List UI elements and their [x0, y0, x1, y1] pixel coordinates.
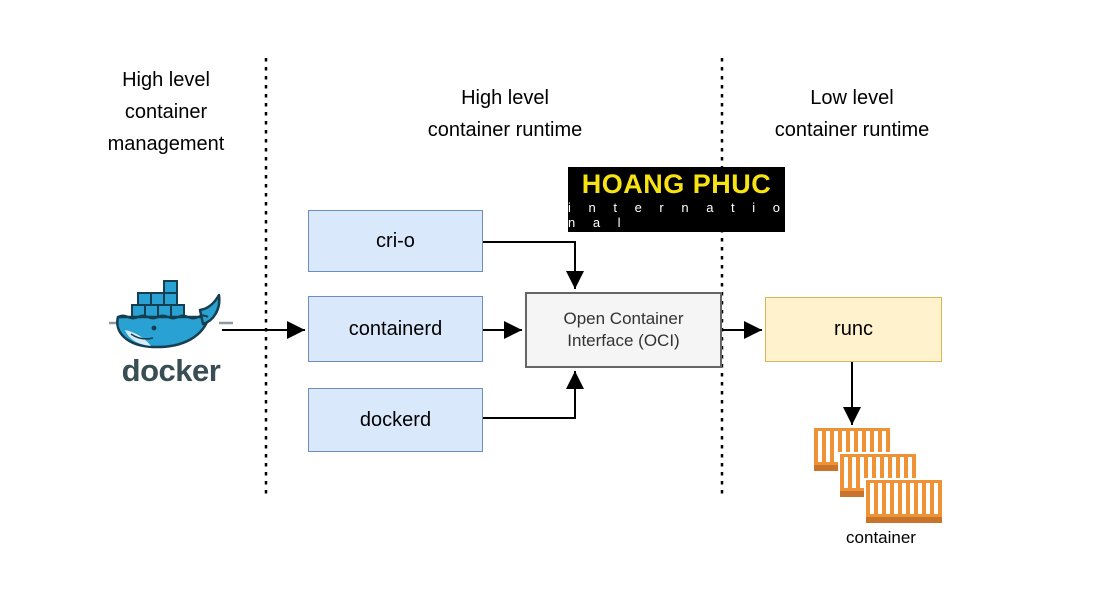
node-containerd: containerd [308, 296, 483, 362]
node-oci: Open Container Interface (OCI) [525, 292, 722, 368]
docker-wordmark: docker [121, 353, 221, 388]
column-header-low-level-runtime: Low level container runtime [774, 87, 930, 141]
arrow-crio-to-oci [483, 241, 584, 289]
container-box-3 [864, 478, 944, 525]
docker-logo: docker [106, 272, 236, 389]
column-header-high-level-runtime: High level container runtime [427, 87, 583, 141]
docker-whale-icon [109, 280, 233, 349]
hoang-phuc-subtitle: i n t e r n a t i o n a l [568, 199, 787, 230]
container-label: container [846, 528, 916, 547]
hoang-phuc-title: HOANG PHUC [581, 168, 772, 199]
node-cri-o: cri-o [308, 210, 483, 272]
hoang-phuc-logo: HOANG PHUC i n t e r n a t i o n a l [568, 167, 785, 232]
container-stack-icon [812, 426, 944, 525]
node-dockerd: dockerd [308, 388, 483, 452]
column-header-high-level-management: High level container management [107, 69, 225, 155]
node-runc: runc [765, 297, 942, 362]
arrow-dockerd-to-oci [483, 371, 584, 419]
